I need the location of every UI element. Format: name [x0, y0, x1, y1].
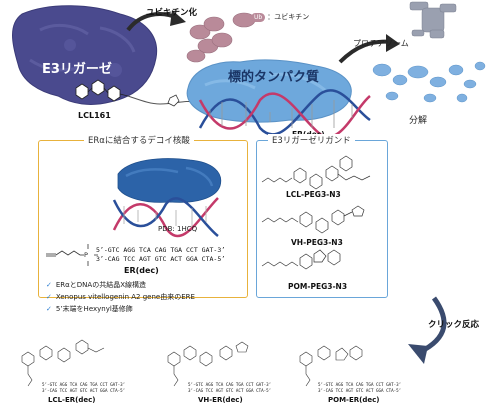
target-protein-label: 標的タンパク質 — [228, 70, 320, 85]
ub-legend-text: ：ユビキチン — [267, 13, 310, 21]
check-icon: ✓ — [46, 280, 52, 289]
e3-ligase-structure — [12, 1, 486, 138]
ub-legend: Ub ：ユビキチン — [251, 12, 309, 22]
er-seq-top: 5’-GTC AGG TCA CAG TGA CCT GAT-3’ — [96, 246, 226, 254]
er-feature-item: ✓ Xenopus vitellogenin A2 gene由来のERE — [46, 292, 256, 301]
check-icon: ✓ — [46, 292, 52, 301]
product-vh-seq-top: 5’-GTC AGG TCA CAG TGA CCT GAT-3’ — [188, 382, 272, 387]
product-pom-label: POM-ER(dec) — [328, 396, 380, 404]
product-pom-seq-bottom: 3’-CAG TCC AGT GTC ACT GGA CTA-5’ — [318, 388, 402, 393]
ubiquitination-label: ユビキチン化 — [146, 8, 198, 18]
ligand-lcl-label: LCL-PEG3-N3 — [286, 190, 341, 199]
er-feature-text: 5’末端をHexynyl基修飾 — [55, 304, 133, 313]
er-seq-bottom: 3’-CAG TCC AGT GTC ACT GGA CTA-5’ — [96, 255, 226, 263]
click-reaction-label: クリック反応 — [428, 320, 480, 330]
phosphate-p: P — [84, 251, 88, 259]
ligand-vh-label: VH-PEG3-N3 — [291, 238, 343, 247]
product-lcl-seq-bottom: 3’-CAG TCC AGT GTC ACT GGA CTA-5’ — [42, 388, 126, 393]
lcl161-label: LCL161 — [78, 111, 111, 120]
er-feature-item: ✓ 5’末端をHexynyl基修飾 — [46, 304, 256, 313]
er-feature-list-3: ✓ 5’末端をHexynyl基修飾 — [46, 304, 256, 313]
er-feature-list-2: ✓ Xenopus vitellogenin A2 gene由来のERE — [46, 292, 256, 301]
product-vh-seq-bottom: 3’-CAG TCC AGT GTC ACT GGA CTA-5’ — [188, 388, 272, 393]
product-lcl-seq-top: 5’-GTC AGG TCA CAG TGA CCT GAT-3’ — [42, 382, 126, 387]
er-feature-text: ERαとDNAの共結晶X線構造 — [55, 280, 146, 289]
proteasome-label: プロテアソーム — [353, 39, 409, 48]
er-feature-text: Xenopus vitellogenin A2 gene由来のERE — [55, 292, 195, 301]
er-decoy-box-title: ERαに結合するデコイ核酸 — [84, 134, 194, 146]
ub-legend-icon: Ub — [251, 12, 266, 22]
ligand-box-title: E3リガーゼリガンド — [268, 134, 355, 146]
ligand-pom-label: POM-PEG3-N3 — [288, 282, 348, 291]
er-feature-item: ✓ ERαとDNAの共結晶X線構造 — [46, 280, 246, 289]
degradation-label: 分解 — [409, 116, 428, 126]
product-lcl-label: LCL-ER(dec) — [48, 396, 96, 404]
er-feature-list: ✓ ERαとDNAの共結晶X線構造 — [46, 280, 246, 289]
product-vh-label: VH-ER(dec) — [198, 396, 243, 404]
e3-ligase-label: E3リガーゼ — [42, 62, 112, 77]
pdb-label: PDB: 1HCQ — [158, 225, 198, 233]
product-pom-seq-top: 5’-GTC AGG TCA CAG TGA CCT GAT-3’ — [318, 382, 402, 387]
er-dec-name: ER(dec) — [124, 266, 159, 275]
check-icon: ✓ — [46, 304, 52, 313]
